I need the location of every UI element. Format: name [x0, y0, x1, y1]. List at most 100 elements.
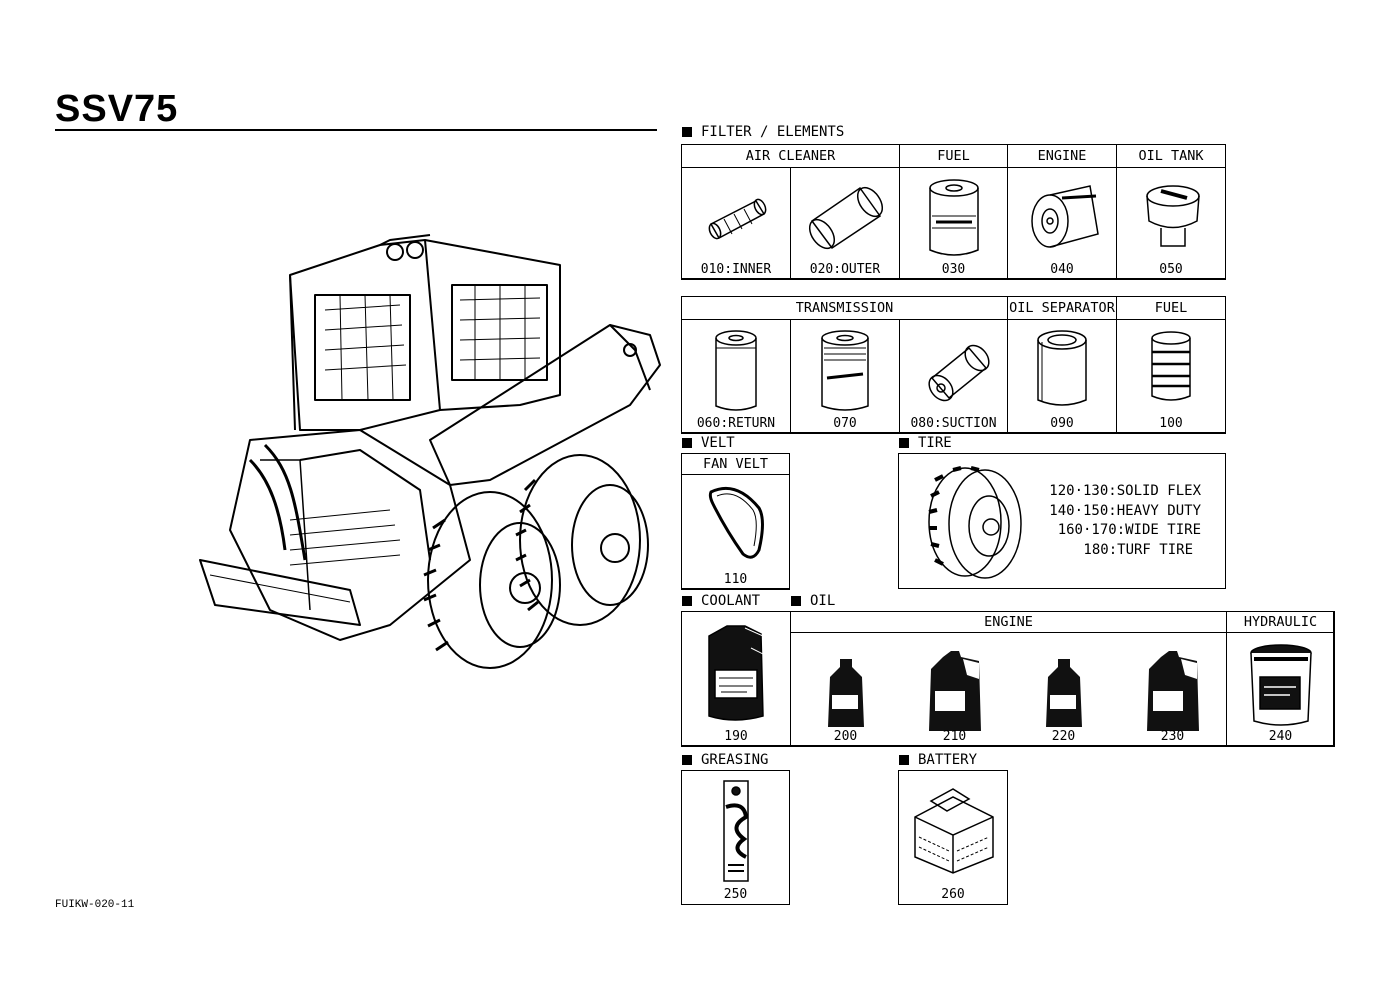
document-code: FUIKW-020-11 [55, 899, 135, 911]
header-oil-tank: OIL TANK [1116, 144, 1226, 168]
section-label: VELT [701, 435, 735, 451]
header-engine: ENGINE [1007, 144, 1117, 168]
title-rule [55, 129, 657, 131]
part-caption: 090 [1050, 416, 1074, 431]
part-210[interactable]: 210 [900, 633, 1009, 746]
header-label: TRANSMISSION [795, 300, 894, 316]
tire-icon [928, 466, 1022, 579]
part-200[interactable]: 200 [791, 633, 900, 746]
part-100[interactable]: 100 [1116, 319, 1226, 434]
skid-steer-loader-illustration [199, 234, 661, 669]
velt-table: FAN VELT 110 [681, 453, 790, 590]
part-060-return[interactable]: 060:RETURN [681, 319, 791, 434]
part-050[interactable]: 050 [1116, 167, 1226, 280]
part-250[interactable]: 250 [681, 770, 790, 905]
tire-options: 120·130:SOLID FLEX 140·150:HEAVY DUTY 16… [1049, 482, 1201, 560]
section-coolant: COOLANT [682, 593, 760, 609]
suction-filter-icon [927, 344, 990, 402]
header-fuel-separator: FUEL SEPARATOR [1116, 296, 1226, 320]
part-040[interactable]: 040 [1007, 167, 1117, 280]
oil-jug-icon [1146, 651, 1199, 731]
part-220[interactable]: 220 [1009, 633, 1118, 746]
header-label: FAN VELT [702, 456, 769, 472]
part-caption: 220 [1051, 729, 1076, 744]
header-label: FUEL SEPARATOR [1154, 300, 1188, 316]
section-bullet [682, 438, 692, 448]
fuel-filter-icon [928, 179, 979, 256]
part-caption: 240 [1268, 729, 1293, 744]
oil-tank-cap-icon [1146, 185, 1200, 247]
part-230[interactable]: 230 [1118, 633, 1226, 746]
oil-jug-icon [928, 651, 981, 731]
header-label: AIR CLEANER [745, 148, 836, 164]
section-battery: BATTERY [899, 752, 977, 768]
transmission-table: TRANSMISSION OIL SEPARATOR FUEL SEPARATO… [681, 296, 1226, 434]
part-caption: 050 [1159, 262, 1183, 277]
section-greasing: GREASING [682, 752, 768, 768]
header-label: ENGINE [984, 614, 1033, 630]
section-label: TIRE [918, 435, 952, 451]
header-label: OIL SEPARATOR [1009, 300, 1115, 316]
part-caption: 200 [833, 729, 858, 744]
transmission-filter-icon [821, 330, 869, 411]
section-velt: VELT [682, 435, 735, 451]
fan-belt-icon [708, 487, 764, 559]
part-030[interactable]: 030 [899, 167, 1008, 280]
part-caption: 260 [941, 887, 965, 902]
tire-panel[interactable]: 120·130:SOLID FLEX 140·150:HEAVY DUTY 16… [898, 453, 1226, 589]
header-transmission: TRANSMISSION [681, 296, 1008, 320]
section-bullet [899, 755, 909, 765]
section-label: OIL [810, 593, 836, 609]
header-oil-hydraulic: HYDRAULIC [1226, 611, 1335, 633]
battery-icon [914, 788, 994, 874]
oil-pail-icon [1249, 644, 1312, 726]
outer-air-filter-icon [808, 186, 884, 250]
part-110[interactable]: 110 [681, 474, 790, 590]
part-caption: 010:INNER [700, 262, 772, 277]
tire-option: 180:TURF TIRE [1083, 541, 1193, 558]
part-090[interactable]: 090 [1007, 319, 1117, 434]
header-air-cleaner: AIR CLEANER [681, 144, 900, 168]
header-label: OIL TANK [1138, 148, 1204, 164]
header-oil-separator: OIL SEPARATOR [1007, 296, 1117, 320]
tire-option: 160·170:WIDE TIRE [1057, 522, 1201, 538]
part-caption: 210 [942, 729, 967, 744]
part-080-suction[interactable]: 080:SUCTION [899, 319, 1008, 434]
section-label: GREASING [701, 752, 769, 768]
part-070[interactable]: 070 [790, 319, 900, 434]
part-caption: 020:OUTER [809, 262, 881, 277]
part-010-inner[interactable]: 010:INNER [681, 167, 791, 280]
oil-bottle-icon [827, 659, 864, 727]
tire-option: 120·130:SOLID FLEX [1049, 483, 1201, 499]
header-label: HYDRAULIC [1243, 614, 1318, 630]
filter-table: AIR CLEANER FUEL ENGINE OIL TANK 010:INN… [681, 144, 1226, 280]
part-190[interactable]: 190 [681, 611, 791, 747]
header-fan-velt: FAN VELT [681, 453, 790, 475]
section-bullet [899, 438, 909, 448]
header-oil-engine: ENGINE [790, 611, 1227, 633]
part-260[interactable]: 260 [898, 770, 1008, 905]
part-caption: 230 [1160, 729, 1185, 744]
part-240[interactable]: 240 [1226, 632, 1335, 747]
grease-tube-icon [722, 780, 749, 882]
fuel-separator-icon [1151, 331, 1191, 401]
part-020-outer[interactable]: 020:OUTER [790, 167, 900, 280]
oil-separator-icon [1037, 330, 1087, 406]
section-label: FILTER / ELEMENTS [701, 124, 845, 140]
part-caption: 080:SUCTION [910, 416, 997, 431]
part-caption: 040 [1050, 262, 1074, 277]
part-caption: 100 [1159, 416, 1183, 431]
oil-bottle-icon [1045, 659, 1082, 727]
section-bullet [682, 596, 692, 606]
section-bullet [791, 596, 801, 606]
part-caption: 250 [723, 887, 748, 902]
header-fuel: FUEL [899, 144, 1008, 168]
inner-air-filter-icon [708, 198, 767, 240]
part-caption: 110 [723, 572, 748, 587]
section-oil: OIL [791, 593, 835, 609]
part-caption: 030 [941, 262, 966, 277]
section-bullet [682, 127, 692, 137]
section-tire: TIRE [899, 435, 952, 451]
header-label: FUEL [937, 148, 970, 164]
oil-engine-row: 200 210 220 230 [790, 632, 1227, 747]
